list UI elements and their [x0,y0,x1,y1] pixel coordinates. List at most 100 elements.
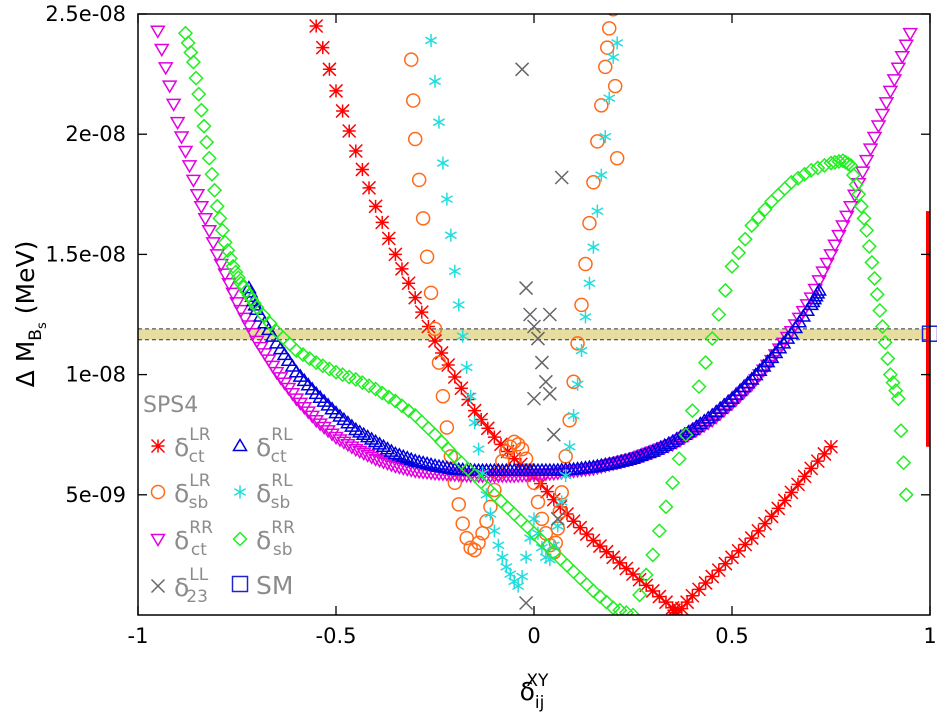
series-5-point [262,315,278,331]
series-4-point [516,570,529,584]
series-0-point [335,103,350,118]
series-0-point [804,461,819,476]
series-0-point [328,83,344,98]
series-3-point [355,426,372,440]
series-6-point [530,331,545,346]
series-4-point [524,531,537,545]
series-5-point [209,198,225,214]
series-0-point [474,412,489,427]
series-5-point [605,600,621,615]
series-4-point [583,276,596,290]
series-0-point [711,563,726,578]
series-4-point [555,495,568,509]
series-5-point [295,347,311,363]
series-1-point [495,453,510,469]
series-3-point [759,354,776,368]
legend-marker-sm [231,575,249,593]
series-4-point [595,168,608,182]
series-5-point [724,258,740,274]
series-5-point [888,383,904,399]
series-4-point [488,524,501,538]
series-1-point [447,475,463,491]
series-5-point [898,487,914,503]
series-1-point [407,131,423,147]
series-5-point [206,182,223,198]
series-3-point [740,375,756,389]
series-2-point [209,249,226,263]
series-5-point [193,102,209,118]
series-4-point [448,264,461,278]
series-4-point [460,360,473,374]
series-1-point [411,172,427,188]
series-3-point [736,379,752,393]
series-1-point [607,14,619,17]
series-2 [149,25,919,484]
series-4-point [456,329,469,343]
series-3-point [811,282,827,296]
series-3-point [708,404,724,418]
series-6 [515,62,569,611]
series-3-point [347,421,364,436]
series-0-point [764,509,779,524]
series-0-point [705,569,720,584]
series-4-point [452,298,465,312]
series-2-point [221,277,237,292]
series-1-point [431,355,447,370]
series-5-point [328,364,344,380]
series-5-point [214,222,231,238]
series-0-point [685,588,700,603]
series-5-point [877,334,893,351]
series-2-point [862,143,879,157]
series-2-point [173,131,190,145]
series-6-point [526,391,542,406]
series-0-point [454,381,469,396]
series-1-point [594,98,609,113]
series-0-point [668,605,683,615]
series-5-point [823,155,839,171]
series-3-point [751,362,768,377]
series-5-point [222,250,238,266]
series-2-point [308,414,325,429]
series-0-point [388,247,403,262]
series-2-point [815,266,831,280]
series-5-point [220,242,236,258]
series-4-point [520,550,533,564]
series-2-point [791,312,808,326]
series-5-point [731,245,747,261]
series-3-point [423,457,439,471]
series-0-point [394,261,410,276]
series-0-point [375,215,390,230]
series-2-point [165,98,182,112]
series-5-point [361,378,377,394]
series-0-point [823,439,839,454]
series-4-point [444,228,457,242]
series-0-point [546,492,561,507]
series-2-point [185,174,202,188]
series-0-point [566,514,581,529]
x-tick-label: 0.5 [715,624,748,648]
series-2-point [827,239,843,253]
series-5-point [387,393,403,409]
series-5-point [797,166,813,182]
series-2-point [177,145,194,160]
series-5-point [249,299,265,315]
series-5-point [856,210,872,226]
series-5-point [777,181,793,197]
series-3-point [732,382,748,397]
series-0-point [797,469,812,484]
series-2-point [181,160,198,174]
series-4-point [559,469,572,483]
series-6-point [546,427,561,442]
series-0-point [460,392,476,407]
series-1-point [506,434,522,450]
series-4-point [611,36,624,50]
series-0-point [559,507,575,522]
series-2-point [205,237,222,251]
series-5-point [665,475,681,491]
series-3-point [720,394,736,408]
series-0-point [691,582,707,597]
series-5-point [625,607,641,615]
series-4-point [551,519,564,533]
